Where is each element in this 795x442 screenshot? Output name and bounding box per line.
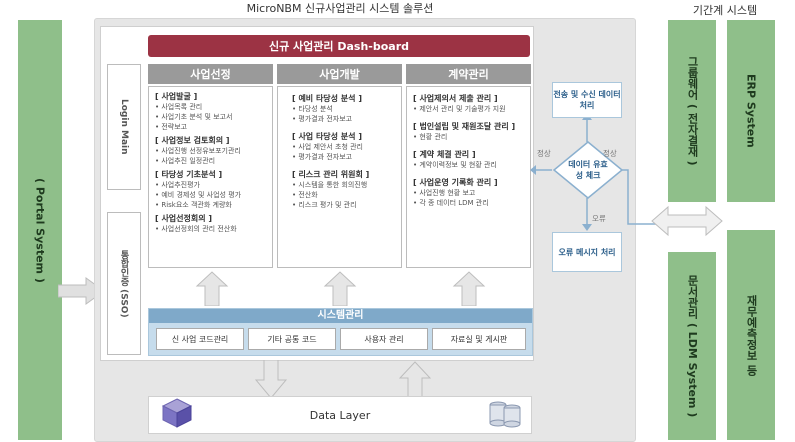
dashboard-title: 신규 사업관리 Dash-board: [268, 40, 410, 53]
up-arrow: [452, 271, 486, 306]
section-title: [ 사업선정회의 ]: [155, 214, 213, 223]
section-item: • 각 종 데이터 LDM 관리: [413, 199, 489, 207]
send-receive-box: 전송 및 수신 데이터처리: [552, 82, 622, 118]
section: [ 리스크 관리 위원회 ] • 시스템을 통한 회의진행 • 전산화 • 리스…: [292, 170, 395, 210]
col-body-selection: [ 사업발굴 ] • 사업목록 관리 • 사업기초 분석 및 보고서 • 전략보…: [148, 86, 273, 268]
button-label: 신 사업 코드관리: [171, 334, 229, 344]
login-main-label: Login Main: [119, 99, 129, 155]
section-title: [ 타당성 기초분석 ]: [155, 170, 223, 179]
down-arrow: [254, 360, 288, 399]
section: [ 예비 타당성 분석 ] • 타당성 분석 • 평가결과 전자보고: [292, 94, 395, 124]
error-message-label: 오류 메시지 처리: [558, 247, 616, 257]
section-title: [ 예비 타당성 분석 ]: [292, 94, 362, 103]
section-item: • 사업진행 선정유보포기관리: [155, 147, 241, 155]
section-item: • 평가결과 전자보고: [292, 115, 353, 123]
dashboard-bar: 신규 사업관리 Dash-board: [148, 35, 530, 57]
section-item: • Risk요소 객관화 계량화: [155, 201, 232, 209]
section-item: • 시스템을 통한 회의진행: [292, 181, 368, 189]
section-item: • 현황 관리: [413, 133, 448, 141]
button-label: 기타 공통 코드: [267, 334, 317, 344]
section-item: • 제안서 관리 및 기술평가 지원: [413, 105, 506, 113]
ldm-label: 문서관리 ( LDM System ): [686, 274, 699, 418]
section-title: [ 계약 체결 관리 ]: [413, 150, 476, 159]
section: [ 사업운영 기록화 관리 ] • 사업진행 현황 보고 • 각 종 데이터 L…: [413, 178, 524, 208]
col-body-development: [ 예비 타당성 분석 ] • 타당성 분석 • 평가결과 전자보고 [ 사업 …: [277, 86, 402, 268]
col-head-label: 계약관리: [448, 68, 489, 81]
groupware-label: 그룹웨어 ( 전자결재 ): [686, 56, 699, 166]
up-arrow: [398, 361, 432, 400]
system-title: 시스템관리: [149, 309, 532, 323]
section-item: • 사업 제안서 초청 관리: [292, 143, 363, 151]
sso-label: 통합인증 (SSO): [118, 249, 129, 318]
validity-diamond: [552, 141, 624, 199]
portal-system-label: ( Portal System ): [33, 177, 47, 283]
finance-label: 재무예측정보 등: [745, 294, 758, 376]
sso-box[interactable]: 통합인증 (SSO): [107, 212, 141, 355]
system-button-code[interactable]: 신 사업 코드관리: [156, 328, 244, 350]
error-label: 오류: [592, 214, 606, 223]
button-label: 사용자 관리: [364, 334, 404, 344]
section-item: • 전략보고: [155, 123, 188, 131]
section-item: • 계약이력정보 및 현황 관리: [413, 161, 497, 169]
right-title: 기간계 시스템: [692, 4, 758, 17]
error-message-box: 오류 메시지 처리: [552, 232, 622, 272]
groupware-box: 그룹웨어 ( 전자결재 ): [668, 20, 716, 202]
section: [ 사업선정회의 ] • 사업선정회의 관리 전산화: [155, 214, 266, 234]
system-button-users[interactable]: 사용자 관리: [340, 328, 428, 350]
col-head-label: 사업개발: [319, 68, 360, 81]
section: [ 사업제의서 제출 관리 ] • 제안서 관리 및 기술평가 지원: [413, 94, 524, 114]
data-layer-label: Data Layer: [309, 408, 371, 422]
section-title: [ 사업발굴 ]: [155, 92, 198, 101]
col-body-contract: [ 사업제의서 제출 관리 ] • 제안서 관리 및 기술평가 지원 [ 법인설…: [406, 86, 531, 268]
system-button-common[interactable]: 기타 공통 코드: [248, 328, 336, 350]
database-icon: [489, 401, 521, 428]
section: [ 타당성 기초분석 ] • 사업추진평가 • 예비 경제성 및 사업성 평가 …: [155, 170, 266, 210]
section-title: [ 사업 타당성 분석 ]: [292, 132, 362, 141]
normal-label-right: 정상: [603, 149, 617, 158]
up-arrow: [323, 271, 357, 306]
section-item: • 평가결과 전자보고: [292, 153, 353, 161]
section-item: • 사업목록 관리: [155, 103, 203, 111]
ldm-box: 문서관리 ( LDM System ): [668, 252, 716, 440]
section-item: • 예비 경제성 및 사업성 평가: [155, 191, 242, 199]
section-title: [ 리스크 관리 위원회 ]: [292, 170, 370, 179]
section-item: • 사업추진평가: [155, 181, 200, 189]
double-arrow: [651, 205, 723, 237]
finance-box: 재무예측정보 등: [727, 230, 775, 440]
col-head-label: 사업선정: [190, 68, 231, 81]
section: [ 사업정보 검토회의 ] • 사업진행 선정유보포기관리 • 사업추진 일정관…: [155, 136, 266, 166]
section: [ 계약 체결 관리 ] • 계약이력정보 및 현황 관리: [413, 150, 524, 170]
section: [ 사업 타당성 분석 ] • 사업 제안서 초청 관리 • 평가결과 전자보고: [292, 132, 395, 162]
erp-label: ERP System: [744, 74, 758, 148]
up-arrow: [195, 271, 229, 306]
section-item: • 사업선정회의 관리 전산화: [155, 225, 237, 233]
section-title: [ 사업제의서 제출 관리 ]: [413, 94, 498, 103]
col-head-contract: 계약관리: [406, 64, 531, 84]
col-head-development: 사업개발: [277, 64, 402, 84]
section-item: • 사업추진 일정관리: [155, 157, 216, 165]
portal-system: ( Portal System ): [18, 20, 62, 440]
erp-box: ERP System: [727, 20, 775, 202]
button-label: 자료실 및 게시판: [450, 334, 508, 344]
system-button-board[interactable]: 자료실 및 게시판: [432, 328, 526, 350]
cube-icon: [161, 398, 193, 428]
validity-check-label: 데이터 유효성 체크: [568, 160, 608, 180]
section-item: • 타당성 분석: [292, 105, 333, 113]
section-item: • 리스크 평가 및 관리: [292, 201, 357, 209]
section-item: • 사업진행 현황 보고: [413, 189, 476, 197]
section: [ 법인설립 및 재원조달 관리 ] • 현황 관리: [413, 122, 524, 142]
section-title: [ 법인설립 및 재원조달 관리 ]: [413, 122, 516, 131]
main-title: MicroNBM 신규사업관리 시스템 솔루션: [246, 2, 434, 15]
send-receive-label: 전송 및 수신 데이터처리: [553, 90, 621, 110]
login-main[interactable]: Login Main: [107, 64, 141, 190]
col-head-selection: 사업선정: [148, 64, 273, 84]
section-item: • 사업기초 분석 및 보고서: [155, 113, 233, 121]
normal-label-left: 정상: [537, 149, 551, 158]
section-item: • 전산화: [292, 191, 318, 199]
section: [ 사업발굴 ] • 사업목록 관리 • 사업기초 분석 및 보고서 • 전략보…: [155, 92, 266, 132]
section-title: [ 사업정보 검토회의 ]: [155, 136, 230, 145]
section-title: [ 사업운영 기록화 관리 ]: [413, 178, 498, 187]
data-layer: Data Layer: [148, 396, 532, 434]
